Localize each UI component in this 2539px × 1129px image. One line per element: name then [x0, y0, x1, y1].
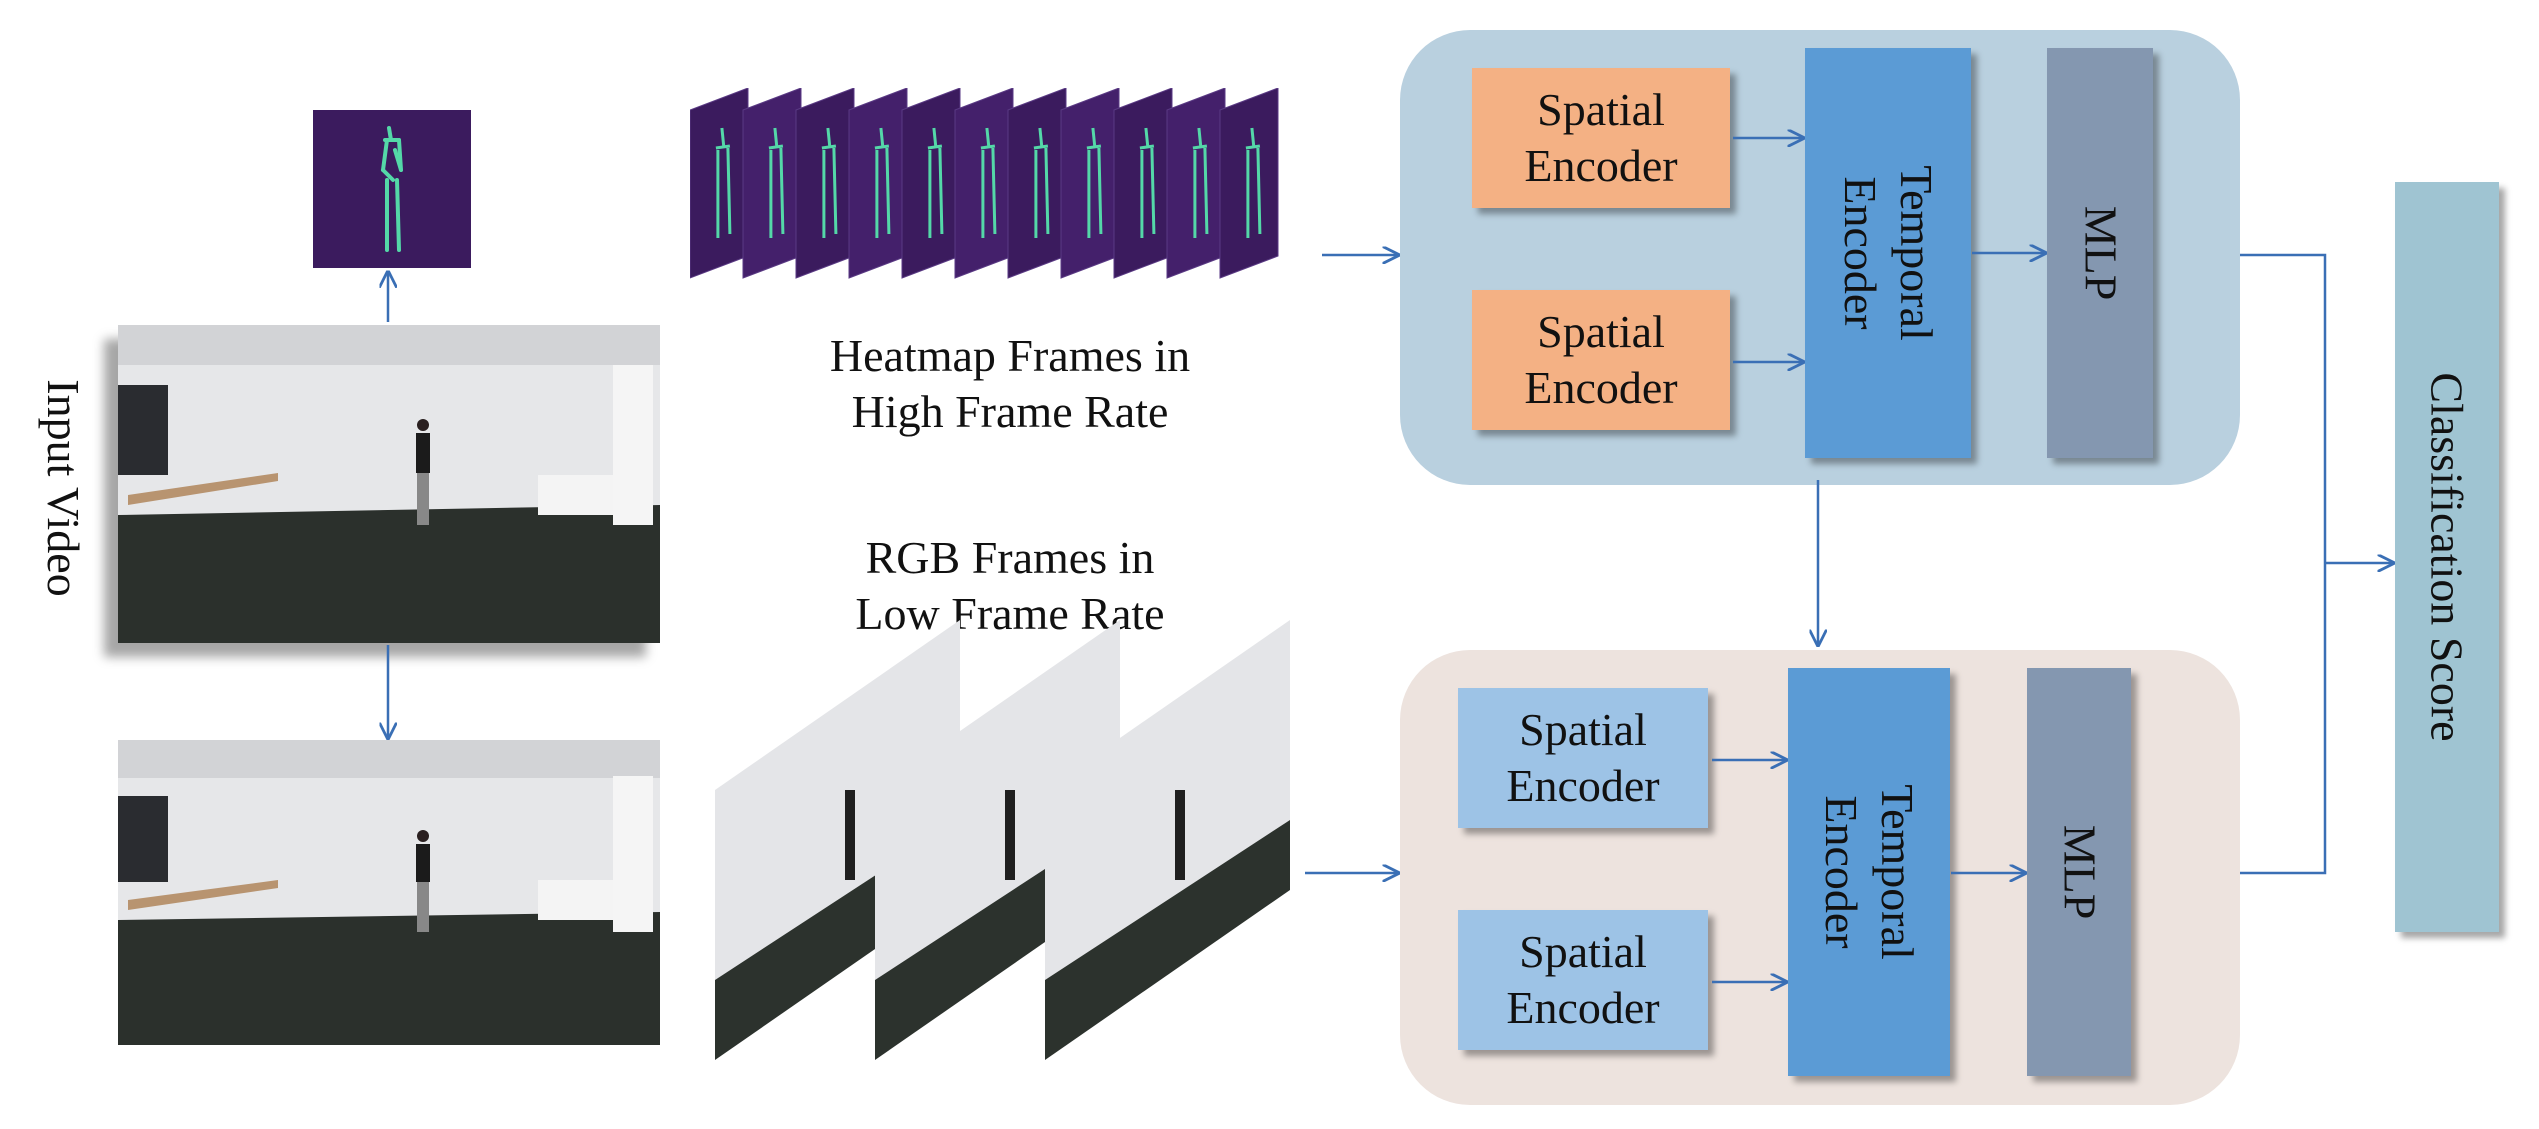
rgb-temporal-encoder: Temporal Encoder — [1788, 668, 1950, 1076]
rgb-spatial-encoder-1: Spatial Encoder — [1458, 688, 1708, 828]
rgb-spatial-encoder-2-line2: Encoder — [1506, 982, 1660, 1033]
rgb-spatial-encoder-1-line2: Encoder — [1506, 760, 1660, 811]
heatmap-caption-line1: Heatmap Frames in — [829, 330, 1191, 381]
heatmap-spatial-encoder-2-line2: Encoder — [1524, 362, 1678, 413]
rgb-caption-line1: RGB Frames in — [865, 532, 1155, 583]
heatmap-temporal-encoder: Temporal Encoder — [1805, 48, 1971, 458]
heatmap-frame — [901, 88, 961, 279]
heatmap-mlp-label: MLP — [2075, 205, 2126, 301]
heatmap-frame — [1060, 88, 1120, 279]
heatmap-frame — [742, 88, 802, 279]
rgb-mlp: MLP — [2027, 668, 2131, 1076]
heatmap-frame — [1219, 88, 1279, 279]
classification-score-label: Classification Score — [2422, 372, 2474, 742]
heatmap-spatial-encoder-2: Spatial Encoder — [1472, 290, 1730, 430]
rgb-temporal-encoder-line1: Temporal — [1872, 784, 1924, 960]
rgb-temporal-encoder-line2: Encoder — [1816, 795, 1868, 949]
heatmap-frame — [1007, 88, 1067, 279]
rgb-spatial-encoder-1-line1: Spatial — [1519, 704, 1647, 755]
rgb-spatial-encoder-2-line1: Spatial — [1519, 926, 1647, 977]
heatmap-spatial-encoder-2-line1: Spatial — [1537, 306, 1665, 357]
heatmap-spatial-encoder-1-line1: Spatial — [1537, 84, 1665, 135]
pose-heatmap-thumbnail — [313, 110, 471, 268]
heatmap-caption-line2: High Frame Rate — [851, 386, 1169, 437]
input-video-label: Input Video — [38, 379, 89, 597]
rgb-spatial-encoder-2: Spatial Encoder — [1458, 910, 1708, 1050]
heatmap-temporal-encoder-line1: Temporal — [1891, 165, 1943, 341]
heatmap-frame — [1166, 88, 1226, 279]
heatmap-frame — [795, 88, 855, 279]
heatmap-mlp: MLP — [2047, 48, 2153, 458]
heatmap-frame — [954, 88, 1014, 279]
heatmap-frame — [690, 88, 749, 279]
heatmap-temporal-encoder-line2: Encoder — [1835, 176, 1887, 330]
heatmap-frames-caption: Heatmap Frames in High Frame Rate — [800, 328, 1220, 440]
skeleton-icon — [381, 126, 403, 252]
heatmap-frame — [1113, 88, 1173, 279]
sampled-video-frame — [118, 740, 660, 1045]
heatmap-spatial-encoder-1-line2: Encoder — [1524, 140, 1678, 191]
input-video-frame — [118, 325, 660, 643]
rgb-frame-stack — [715, 620, 1295, 1080]
heatmap-spatial-encoder-1: Spatial Encoder — [1472, 68, 1730, 208]
rgb-frame — [1045, 620, 1290, 1060]
heatmap-frame-stack — [690, 88, 1300, 308]
rgb-mlp-label: MLP — [2054, 824, 2105, 920]
classification-score-box: Classification Score — [2395, 182, 2499, 932]
heatmap-frame — [848, 88, 908, 279]
